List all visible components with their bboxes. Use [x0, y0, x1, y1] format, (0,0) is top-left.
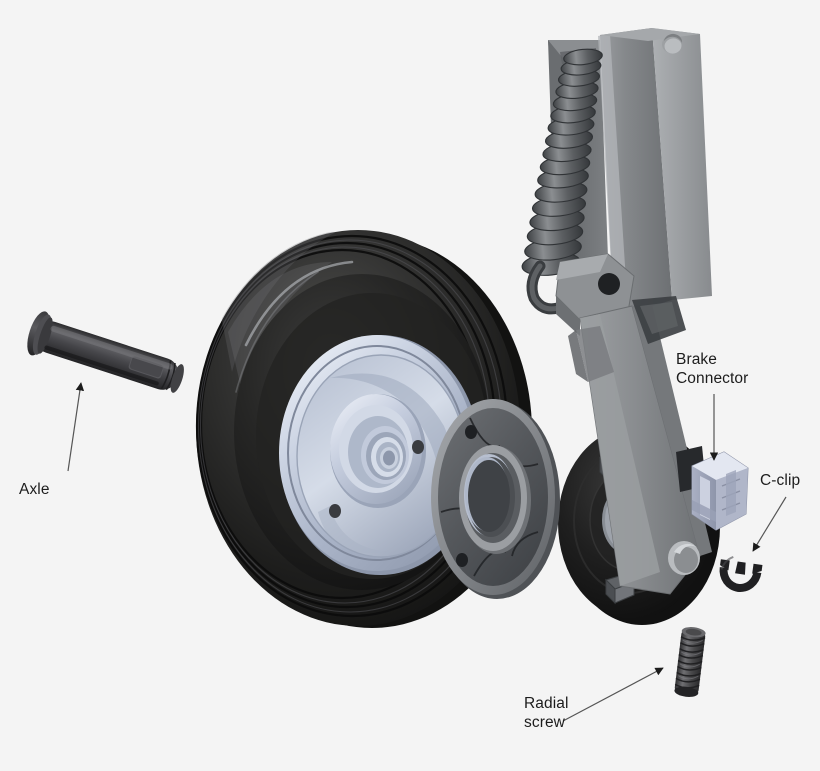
brake-plate-pin-dot [456, 553, 468, 567]
callout-label-radial-screw: Radial screw [524, 694, 569, 732]
callout-line-1: Radial [524, 695, 569, 712]
strut-side-face [652, 28, 712, 300]
hub-pin-dot [329, 504, 341, 518]
leader-axle [67, 382, 85, 472]
callout-line-1: Brake [676, 351, 717, 368]
part-brake-plate [431, 399, 560, 599]
leader-radial-screw [562, 667, 664, 722]
brake-plate-pin-dot [465, 425, 477, 439]
leader-c-clip [752, 496, 787, 552]
callout-line-2: Connector [676, 370, 749, 387]
part-axle [27, 311, 184, 393]
callout-label-axle: Axle [19, 481, 50, 498]
part-brake-connector [676, 446, 749, 531]
part-coil-spring [521, 48, 603, 315]
arm-pivot-hole [598, 273, 620, 295]
part-wheel-hub [279, 335, 480, 575]
callout-line-2: screw [524, 714, 565, 731]
hub-pin-dot [412, 440, 424, 454]
part-c-clip [719, 555, 763, 593]
callout-leaders [67, 382, 787, 722]
part-radial-screw [674, 627, 706, 697]
callout-label-c-clip: C-clip [760, 472, 801, 489]
